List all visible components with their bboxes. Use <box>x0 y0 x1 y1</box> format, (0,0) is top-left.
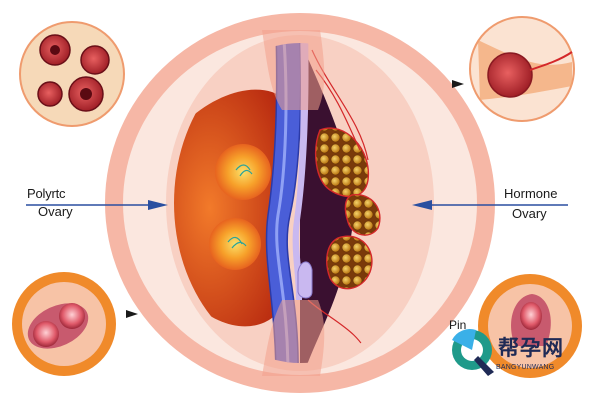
right-pointer-arrowhead <box>412 200 432 210</box>
red-cell-2 <box>80 45 110 75</box>
egg-pod-core <box>520 302 542 330</box>
left-label-bottom: Ovary <box>38 204 73 219</box>
small-label-right: Pin <box>449 318 467 332</box>
cell-pair-right <box>59 303 85 329</box>
inset-top-left <box>19 21 125 127</box>
q-logo-tail <box>474 356 494 376</box>
inset-bottom-left <box>12 272 138 376</box>
oocyte-red <box>487 52 533 98</box>
red-cell-1-core <box>50 45 60 55</box>
ovary-main <box>105 13 495 393</box>
cell-pair-left <box>33 321 59 347</box>
central-duct <box>265 43 302 363</box>
neck-top <box>262 30 325 110</box>
duct-bulb <box>297 261 313 299</box>
dark-cavity <box>300 43 354 363</box>
tube-vessel <box>529 51 573 71</box>
neck-bottom <box>262 300 325 376</box>
left-label-top: Polyrtc <box>27 186 66 201</box>
follicle-lower <box>209 218 261 270</box>
inset-top-right <box>452 16 575 122</box>
follicle-upper-detail <box>235 164 253 177</box>
watermark-text: 帮孕网 <box>498 336 564 360</box>
right-pointer <box>412 200 568 210</box>
right-label-top: Hormone <box>504 186 558 201</box>
inset-bottom-right <box>478 274 582 378</box>
q-logo-accent <box>452 329 476 350</box>
cross-section <box>174 43 381 363</box>
right-label-bottom: Ovary <box>512 206 547 221</box>
red-cell-4-core <box>80 88 92 100</box>
q-logo-icon <box>452 329 494 376</box>
left-pointer-arrowhead <box>148 200 168 210</box>
watermark-subtext: BANGYUNWANG <box>496 364 555 371</box>
cluster-middle <box>344 194 381 236</box>
red-cell-3 <box>37 81 63 107</box>
inset-top-left-disc <box>19 21 125 127</box>
follicle-lower-detail <box>227 236 247 249</box>
cluster-lower <box>326 235 373 290</box>
small-arrow-top-right <box>452 80 464 88</box>
left-pointer <box>26 200 168 210</box>
small-arrow-bottom-left <box>126 310 138 318</box>
